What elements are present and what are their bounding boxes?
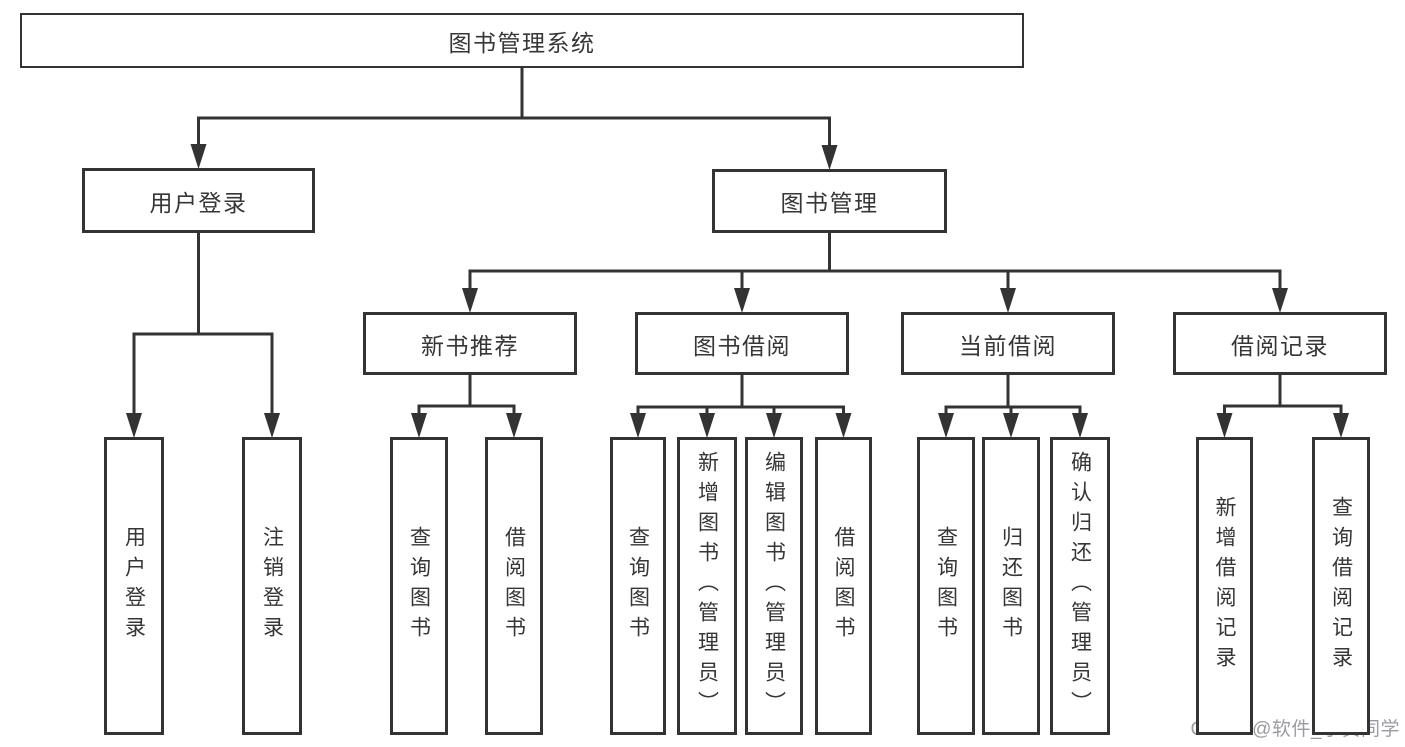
- node-label: 查询图书: [407, 526, 431, 646]
- node-book-borrow: 图书借阅: [635, 312, 849, 375]
- arrowhead-icon: [938, 413, 954, 438]
- arrowhead-icon: [411, 413, 427, 438]
- node-leaf-user-login: 用户登录: [104, 437, 164, 735]
- node-label: 确认归还（管理员）: [1068, 451, 1092, 721]
- node-label: 借阅记录: [1231, 332, 1329, 359]
- arrowhead-icon: [1003, 413, 1019, 438]
- node-root: 图书管理系统: [20, 13, 1024, 68]
- node-label: 注销登录: [260, 526, 284, 646]
- arrowhead-icon: [1333, 413, 1349, 438]
- node-leaf-return-book: 归还图书: [982, 437, 1040, 735]
- arrowhead-icon: [506, 413, 522, 438]
- arrowhead-icon: [1000, 288, 1016, 313]
- node-leaf-query-book-1: 查询图书: [390, 437, 448, 735]
- node-label: 新书推荐: [421, 332, 519, 359]
- node-label: 借阅图书: [502, 526, 526, 646]
- node-label: 当前借阅: [959, 332, 1057, 359]
- arrowhead-icon: [835, 413, 852, 438]
- node-label: 查询图书: [626, 526, 650, 646]
- node-label: 图书管理: [780, 190, 879, 216]
- arrowhead-icon: [462, 288, 478, 313]
- node-leaf-add-record: 新增借阅记录: [1196, 437, 1253, 735]
- node-leaf-logout: 注销登录: [242, 437, 302, 735]
- arrowhead-icon: [190, 144, 207, 169]
- node-label: 用户登录: [149, 189, 248, 216]
- node-leaf-edit-book: 编辑图书（管理员）: [745, 437, 803, 735]
- node-leaf-borrow-book-1: 借阅图书: [485, 437, 543, 735]
- arrowhead-icon: [734, 288, 750, 313]
- node-label: 归还图书: [999, 526, 1023, 646]
- node-new-book: 新书推荐: [363, 312, 577, 375]
- arrowhead-icon: [699, 413, 715, 438]
- node-label: 用户登录: [122, 526, 146, 646]
- node-label: 图书管理系统: [448, 29, 596, 56]
- node-label: 新增图书（管理员）: [695, 451, 719, 721]
- node-current-borrow: 当前借阅: [901, 312, 1115, 375]
- arrowhead-icon: [1216, 413, 1233, 438]
- connector-path: [132, 68, 1343, 417]
- node-leaf-add-book: 新增图书（管理员）: [677, 437, 737, 735]
- node-borrow-record: 借阅记录: [1173, 312, 1387, 375]
- arrowhead-icon: [1072, 413, 1088, 438]
- arrowhead-icon: [126, 413, 142, 438]
- node-leaf-borrow-book-2: 借阅图书: [815, 437, 872, 735]
- arrowhead-icon: [1272, 288, 1288, 313]
- arrowhead-icon: [821, 145, 838, 170]
- node-label: 查询图书: [934, 526, 958, 646]
- node-user-login: 用户登录: [82, 168, 315, 233]
- node-label: 图书借阅: [693, 332, 791, 359]
- node-leaf-query-record: 查询借阅记录: [1312, 437, 1370, 735]
- node-label: 编辑图书（管理员）: [762, 451, 786, 721]
- arrowhead-icon: [264, 413, 280, 438]
- arrowhead-icon: [766, 413, 782, 438]
- arrowhead-icon: [630, 413, 646, 438]
- node-label: 新增借阅记录: [1213, 496, 1236, 676]
- node-label: 查询借阅记录: [1329, 496, 1353, 676]
- node-leaf-query-book-3: 查询图书: [917, 437, 975, 735]
- node-leaf-query-book-2: 查询图书: [610, 437, 666, 735]
- node-book-mgmt: 图书管理: [712, 169, 947, 233]
- node-label: 借阅图书: [832, 526, 855, 646]
- node-leaf-confirm-return: 确认归还（管理员）: [1050, 437, 1110, 735]
